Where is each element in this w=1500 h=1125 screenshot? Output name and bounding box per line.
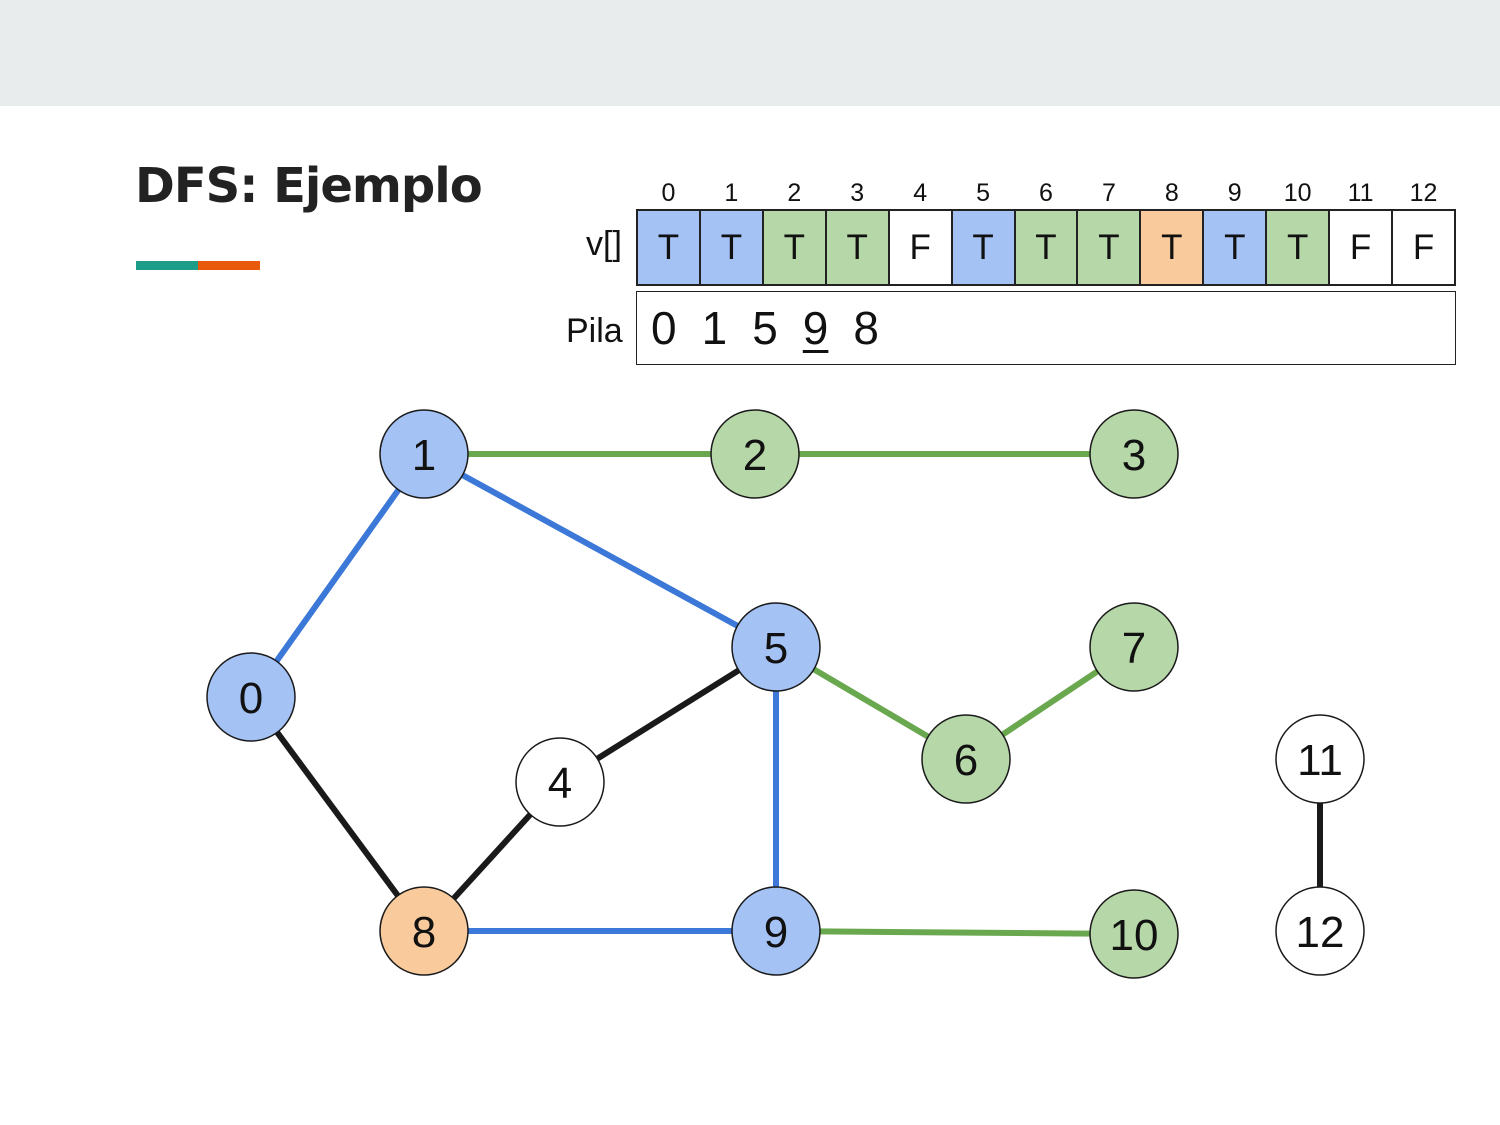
node-5: 5 [731, 602, 821, 692]
slide-title: DFS: Ejemplo [135, 158, 483, 214]
graph-edges [248, 451, 1323, 937]
title-accent-orange [198, 261, 260, 270]
visited-cell-1: T [700, 211, 764, 284]
node-label: 6 [954, 736, 978, 785]
visited-array-label: v[] [586, 225, 622, 263]
node-circle [1089, 889, 1179, 979]
node-circle [1275, 886, 1365, 976]
visited-cell-6: T [1015, 211, 1079, 284]
visited-cell-2: T [763, 211, 827, 284]
visited-cell-12: F [1393, 211, 1454, 284]
visited-cell-7: T [1078, 211, 1142, 284]
stack-item: 9 [802, 302, 829, 354]
stack-item: 5 [752, 302, 778, 354]
visited-cell-4: F [889, 211, 953, 284]
stack-label: Pila [566, 312, 623, 350]
visited-cell-11: F [1330, 211, 1394, 284]
edge-9-10 [775, 928, 1135, 937]
node-12: 12 [1275, 886, 1365, 976]
node-label: 3 [1122, 431, 1146, 480]
node-6: 6 [921, 714, 1011, 804]
visited-index-3: 3 [850, 179, 865, 207]
visited-index-12: 12 [1409, 179, 1438, 207]
node-circle [731, 602, 821, 692]
stack-item: 8 [853, 302, 879, 354]
node-circle [379, 409, 469, 499]
node-3: 3 [1089, 409, 1179, 499]
visited-index-1: 1 [724, 179, 739, 207]
node-label: 12 [1296, 908, 1345, 957]
node-label: 8 [412, 908, 436, 957]
edge-1-5 [422, 451, 778, 650]
node-circle [1089, 409, 1179, 499]
visited-index-10: 10 [1283, 179, 1312, 207]
node-label: 7 [1122, 624, 1146, 673]
node-circle [921, 714, 1011, 804]
visited-cell-10: T [1267, 211, 1331, 284]
visited-cell-0: T [638, 211, 701, 284]
node-circle [731, 886, 821, 976]
node-circle [515, 737, 605, 827]
stack-item: 0 [651, 302, 677, 354]
edge-0-8 [248, 695, 427, 933]
visited-cell-8: T [1141, 211, 1205, 284]
node-circle [710, 409, 800, 499]
node-label: 11 [1297, 736, 1343, 785]
visited-index-2: 2 [787, 179, 802, 207]
node-label: 5 [764, 624, 788, 673]
node-circle [1089, 602, 1179, 692]
node-7: 7 [1089, 602, 1179, 692]
node-label: 9 [764, 908, 788, 957]
visited-cell-3: T [826, 211, 890, 284]
node-0: 0 [206, 652, 296, 742]
node-label: 4 [548, 759, 572, 808]
visited-index-4: 4 [913, 179, 928, 207]
visited-index-0: 0 [661, 179, 676, 207]
node-label: 10 [1110, 911, 1159, 960]
header-bar [0, 0, 1500, 106]
title-accent-teal [136, 261, 198, 270]
node-8: 8 [379, 886, 469, 976]
node-9: 9 [731, 886, 821, 976]
node-circle [206, 652, 296, 742]
visited-index-11: 11 [1347, 179, 1374, 207]
edge-0-1 [248, 452, 427, 699]
visited-index-7: 7 [1101, 179, 1116, 207]
node-1: 1 [379, 409, 469, 499]
visited-index-8: 8 [1164, 179, 1179, 207]
node-2: 2 [710, 409, 800, 499]
visited-cell-9: T [1204, 211, 1268, 284]
visited-index-9: 9 [1227, 179, 1242, 207]
node-circle [379, 886, 469, 976]
visited-index-5: 5 [976, 179, 991, 207]
node-4: 4 [515, 737, 605, 827]
node-label: 0 [239, 674, 263, 723]
stack-item: 1 [701, 302, 728, 354]
node-11: 11 [1275, 714, 1365, 804]
node-label: 1 [412, 431, 436, 480]
visited-cell-5: T [952, 211, 1016, 284]
node-10: 10 [1089, 889, 1179, 979]
node-circle [1275, 714, 1365, 804]
visited-index-6: 6 [1039, 179, 1053, 207]
node-label: 2 [743, 431, 767, 480]
